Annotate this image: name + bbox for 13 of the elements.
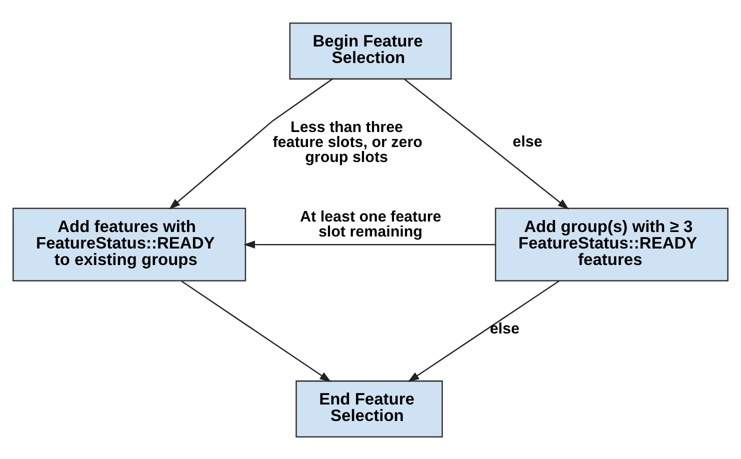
arrow xyxy=(181,280,332,382)
arrow xyxy=(168,78,333,209)
node-box: Begin Feature Selection xyxy=(289,22,452,80)
node-box: End Feature Selection xyxy=(296,380,443,438)
node-box: Add group(s) with ≥ 3 FeatureStatus::READY features xyxy=(494,207,728,281)
edge-label: else xyxy=(512,132,542,150)
edge-label: Less than three feature slots, or zero group slots xyxy=(272,118,422,166)
arrow xyxy=(404,78,570,210)
arrow xyxy=(244,240,496,248)
arrow xyxy=(408,280,560,382)
edge-label: At least one feature slot remaining xyxy=(300,208,442,240)
edge-label: else xyxy=(490,320,520,338)
node-box: Add features with FeatureStatus::READY to existing groups xyxy=(12,207,246,281)
